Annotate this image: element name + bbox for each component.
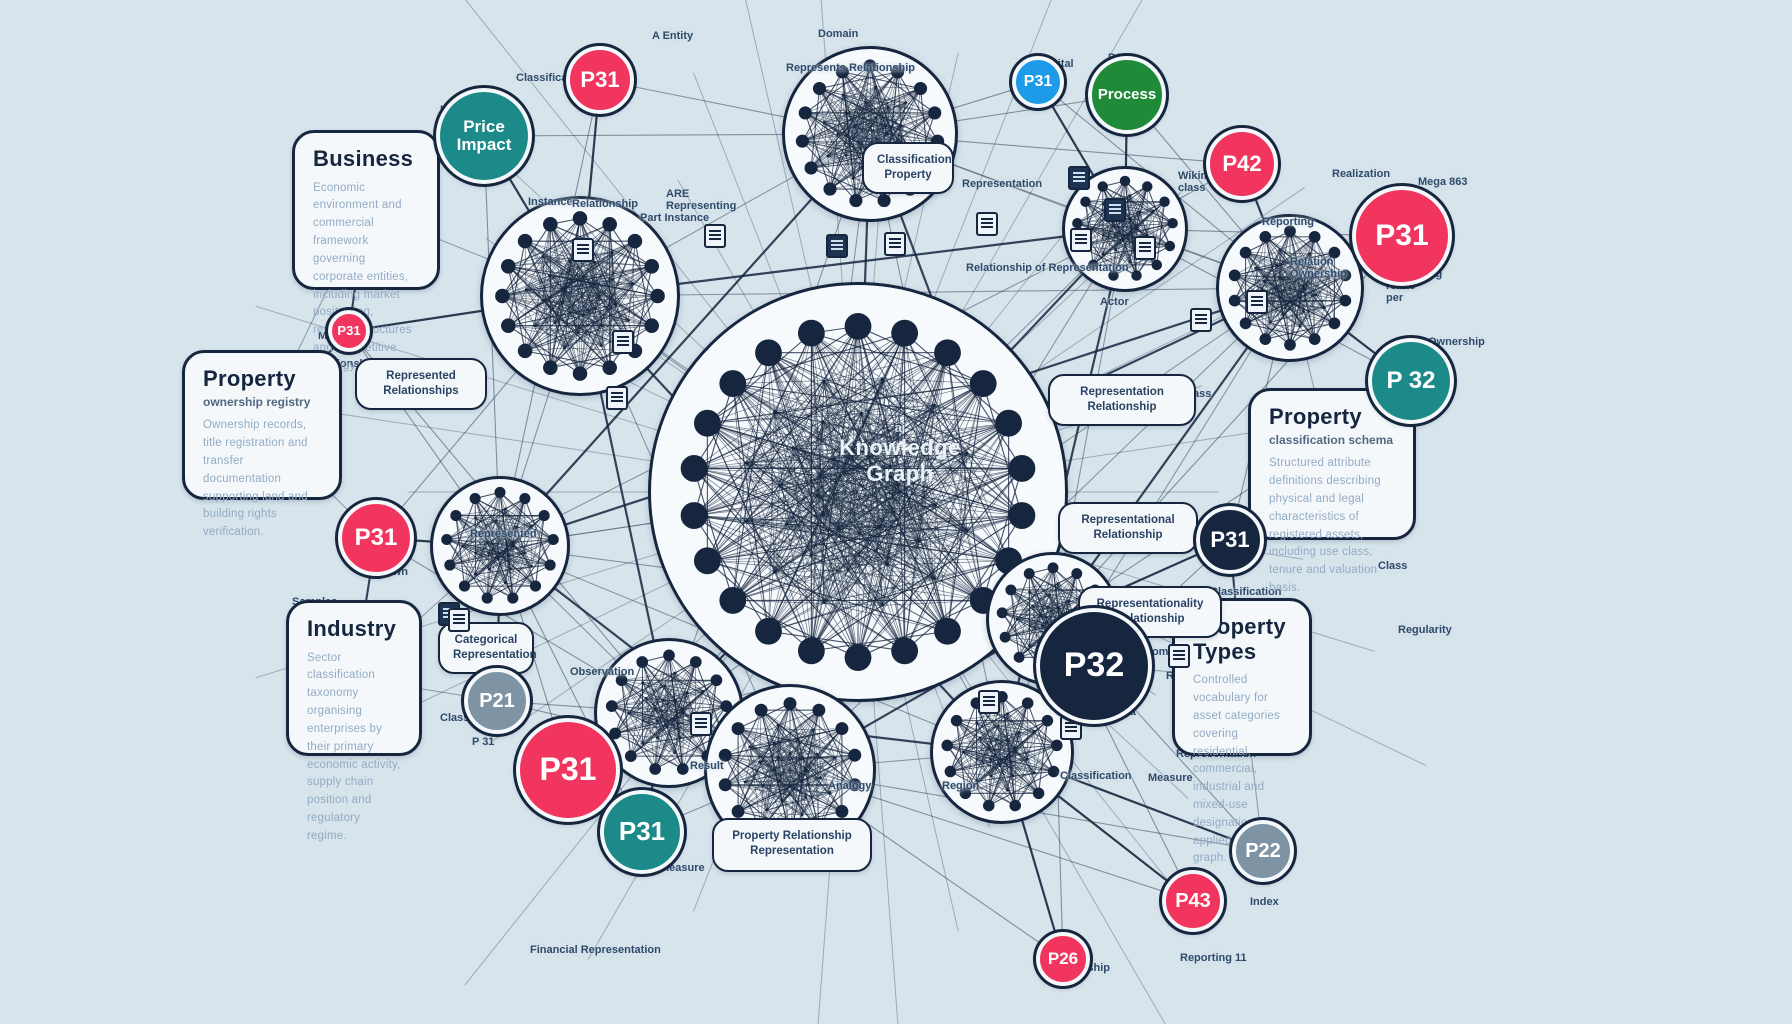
edge-label: A Entity [652, 30, 694, 42]
document-icon [1246, 290, 1268, 314]
edge-label: Regularity [1398, 624, 1452, 636]
entity-node-n-p42[interactable]: P42 [1203, 125, 1281, 203]
mini-card-mc-left-mid[interactable]: Represented Relationships [355, 358, 487, 410]
entity-node-n-p31-left[interactable]: P31 [325, 307, 373, 355]
document-icon [612, 330, 634, 354]
edge-label: Financial Representation [530, 944, 661, 956]
edge-label: Part Instance [640, 212, 710, 224]
entity-node-n-p22[interactable]: P22 [1229, 817, 1297, 885]
document-icon [690, 712, 712, 736]
edge-label: Measure [660, 862, 705, 874]
entity-node-n-p31-big[interactable]: P31 [1349, 183, 1455, 289]
document-icon [704, 224, 726, 248]
entity-node-n-p31-blue[interactable]: P31 [1009, 53, 1067, 111]
document-icon [884, 232, 906, 256]
info-card-body: Ownership records, title registration an… [203, 419, 308, 539]
document-icon [976, 212, 998, 236]
document-icon [1134, 236, 1156, 260]
edge-label: Instance [528, 196, 573, 208]
document-icon [448, 608, 470, 632]
edge-label: Classification [1060, 770, 1132, 782]
info-card-title: Property [1269, 404, 1362, 429]
entity-node-n-p31-bl[interactable]: P31 [513, 715, 623, 825]
document-icon [826, 234, 848, 258]
document-icon [1168, 644, 1190, 668]
edge-label: Domain [818, 28, 859, 40]
document-icon [978, 690, 1000, 714]
info-card-title: Industry [307, 616, 397, 641]
edge-label: Classification [1210, 586, 1282, 598]
edge-label: Observation [570, 666, 635, 678]
document-icon [572, 238, 594, 262]
edge-label: Ownership [1428, 336, 1485, 348]
edge-label: Reporting 11 [1180, 952, 1247, 964]
edge-label: Result [690, 760, 724, 772]
document-icon [1190, 308, 1212, 332]
edge-label: Reporting [1262, 216, 1314, 228]
entity-node-n-p32-navy[interactable]: P32 [1033, 605, 1155, 727]
hub-cluster [1216, 214, 1364, 362]
info-card-title: Property [203, 366, 296, 391]
hub-cluster [430, 476, 570, 616]
edge-label: Index [1250, 896, 1279, 908]
entity-node-n-p31-navy[interactable]: P31 [1193, 503, 1267, 577]
edge-label: Relationship [572, 198, 639, 210]
entity-node-n-p21[interactable]: P21 [461, 665, 533, 737]
edge-label: P 31 [472, 736, 495, 748]
edge-label: ARE Representing [666, 188, 737, 212]
edge-label: Represented [470, 528, 537, 540]
edge-label: Mega 863 [1418, 176, 1468, 188]
hub-cluster [480, 196, 680, 396]
entity-node-n-p31-leftlow[interactable]: P31 [335, 497, 417, 579]
entity-node-n-price[interactable]: Price Impact [433, 85, 535, 187]
mini-card-mc-top-left[interactable]: Classification Property [862, 142, 954, 194]
document-icon [1068, 166, 1090, 190]
info-card-title: Business [313, 146, 414, 171]
entity-node-n-p31-teal[interactable]: P31 [597, 787, 687, 877]
edge-label: Region [942, 780, 980, 792]
document-icon [1070, 228, 1092, 252]
edge-label: Class [1378, 560, 1408, 572]
entity-node-n-p32-teal[interactable]: P 32 [1365, 335, 1457, 427]
document-icon [606, 386, 628, 410]
edge-label: Class [440, 712, 470, 724]
info-card-body: Sector classification taxonomy organisin… [307, 651, 401, 842]
edge-label: Realization [1332, 168, 1391, 180]
info-card-subtitle: ownership registry [203, 394, 311, 409]
edge-label: Actor [1100, 296, 1129, 308]
edge-label: Analogy [828, 780, 872, 792]
edge-label: Relationship of Representation [966, 262, 1129, 274]
entity-node-n-p26[interactable]: P26 [1033, 929, 1093, 989]
mini-card-mc-right-up[interactable]: Representation Relationship [1048, 374, 1196, 426]
entity-node-n-process[interactable]: Process [1085, 53, 1169, 137]
mini-card-mc-bottom-mid[interactable]: Property Relationship Representation [712, 818, 872, 872]
edge-label: Represents Relationship [786, 62, 915, 74]
edge-label: Relation Ownership [1290, 256, 1347, 280]
entity-node-n-p31-top[interactable]: P31 [563, 43, 637, 117]
info-card-subtitle: classification schema [1269, 432, 1394, 447]
info-card-body: Economic environment and commercial fram… [313, 181, 412, 372]
edge-label: Representation [962, 178, 1043, 190]
document-icon [1104, 198, 1126, 222]
edge-label: Measure [1148, 772, 1193, 784]
entity-node-n-p43[interactable]: P43 [1159, 867, 1227, 935]
info-card-body: Structured attribute definitions describ… [1269, 457, 1381, 595]
mini-card-mc-right-mid[interactable]: Representational Relationship [1058, 502, 1198, 554]
